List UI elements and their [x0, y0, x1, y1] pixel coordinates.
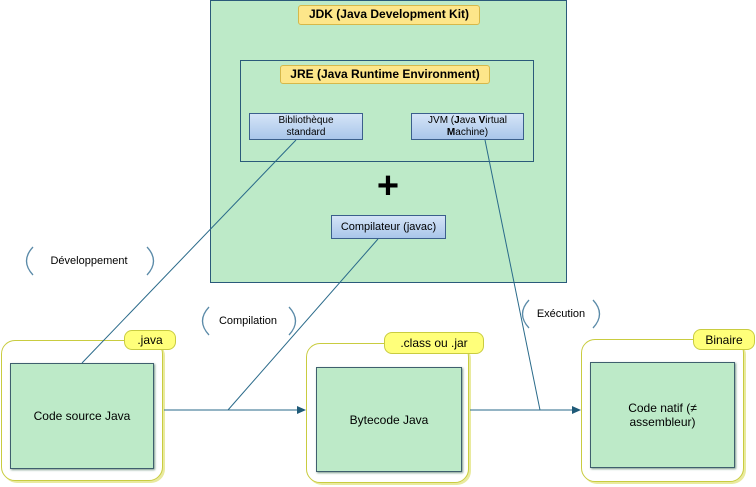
binary-tag: Binaire: [693, 329, 755, 350]
label-fragment: D: [370, 7, 380, 21]
standard-library-line1: Bibliothèque: [278, 114, 334, 126]
label-fragment: J: [308, 7, 316, 21]
label-fragment: J: [340, 7, 347, 21]
development-brackets: [25, 246, 155, 276]
label-fragment: M: [446, 126, 456, 138]
bytecode-label: Bytecode Java: [349, 412, 429, 427]
jre-label: JRE (Java Runtime Environment): [280, 65, 490, 84]
compilation-phase-label: Compilation: [218, 315, 278, 327]
plus-sign: +: [376, 165, 400, 207]
label-fragment: ava: [346, 7, 371, 21]
compiler-to-arrow-connector: [227, 238, 379, 411]
compilation-brackets: [201, 306, 297, 336]
label-fragment: untime: [359, 67, 403, 81]
library-to-source-connector: [81, 139, 297, 364]
development-phase-label: Développement: [50, 255, 128, 267]
source-code-box: Code source Java: [10, 363, 154, 469]
native-code-line1: Code natif (≠: [628, 401, 697, 415]
jvm-line1: JVM (Java Virtual: [428, 115, 507, 127]
native-code-box: Code natif (≠assembleur): [590, 362, 735, 468]
execution-phase-label: Exécution: [536, 308, 586, 320]
source-code-label: Code source Java: [33, 409, 131, 423]
label-fragment: J: [320, 67, 328, 81]
label-fragment: K: [449, 7, 458, 21]
label-fragment: JRE (: [290, 67, 321, 81]
label-fragment: it): [457, 7, 470, 21]
label-fragment: J: [454, 114, 460, 126]
class-jar-extension-tag: .class ou .jar: [384, 332, 484, 354]
jvm-to-arrow-connector: [484, 139, 541, 411]
native-code-line2: assembleur): [629, 415, 696, 429]
label-fragment: R: [351, 67, 360, 81]
jdk-label: JDK (Java Development Kit): [298, 5, 480, 25]
label-fragment: JVM (: [428, 114, 455, 126]
label-fragment: achine): [455, 126, 489, 138]
label-fragment: evelopment: [379, 7, 450, 21]
label-fragment: nvironment): [410, 67, 480, 81]
compiler-label: Compilateur (javac): [340, 221, 437, 233]
jvm-line2: Machine): [428, 127, 507, 139]
execution-brackets: [521, 299, 601, 329]
label-fragment: irtual: [485, 114, 507, 126]
java-extension-tag: .java: [124, 330, 176, 350]
label-fragment: ava: [327, 67, 352, 81]
jre-box: [240, 60, 534, 162]
label-fragment: DK (: [315, 7, 341, 21]
label-fragment: E: [402, 67, 411, 81]
label-fragment: V: [478, 114, 486, 126]
bytecode-box: Bytecode Java: [316, 367, 462, 472]
compiler-box: Compilateur (javac): [331, 215, 446, 239]
standard-library-line2: standard: [286, 126, 326, 138]
label-fragment: ava: [459, 114, 479, 126]
